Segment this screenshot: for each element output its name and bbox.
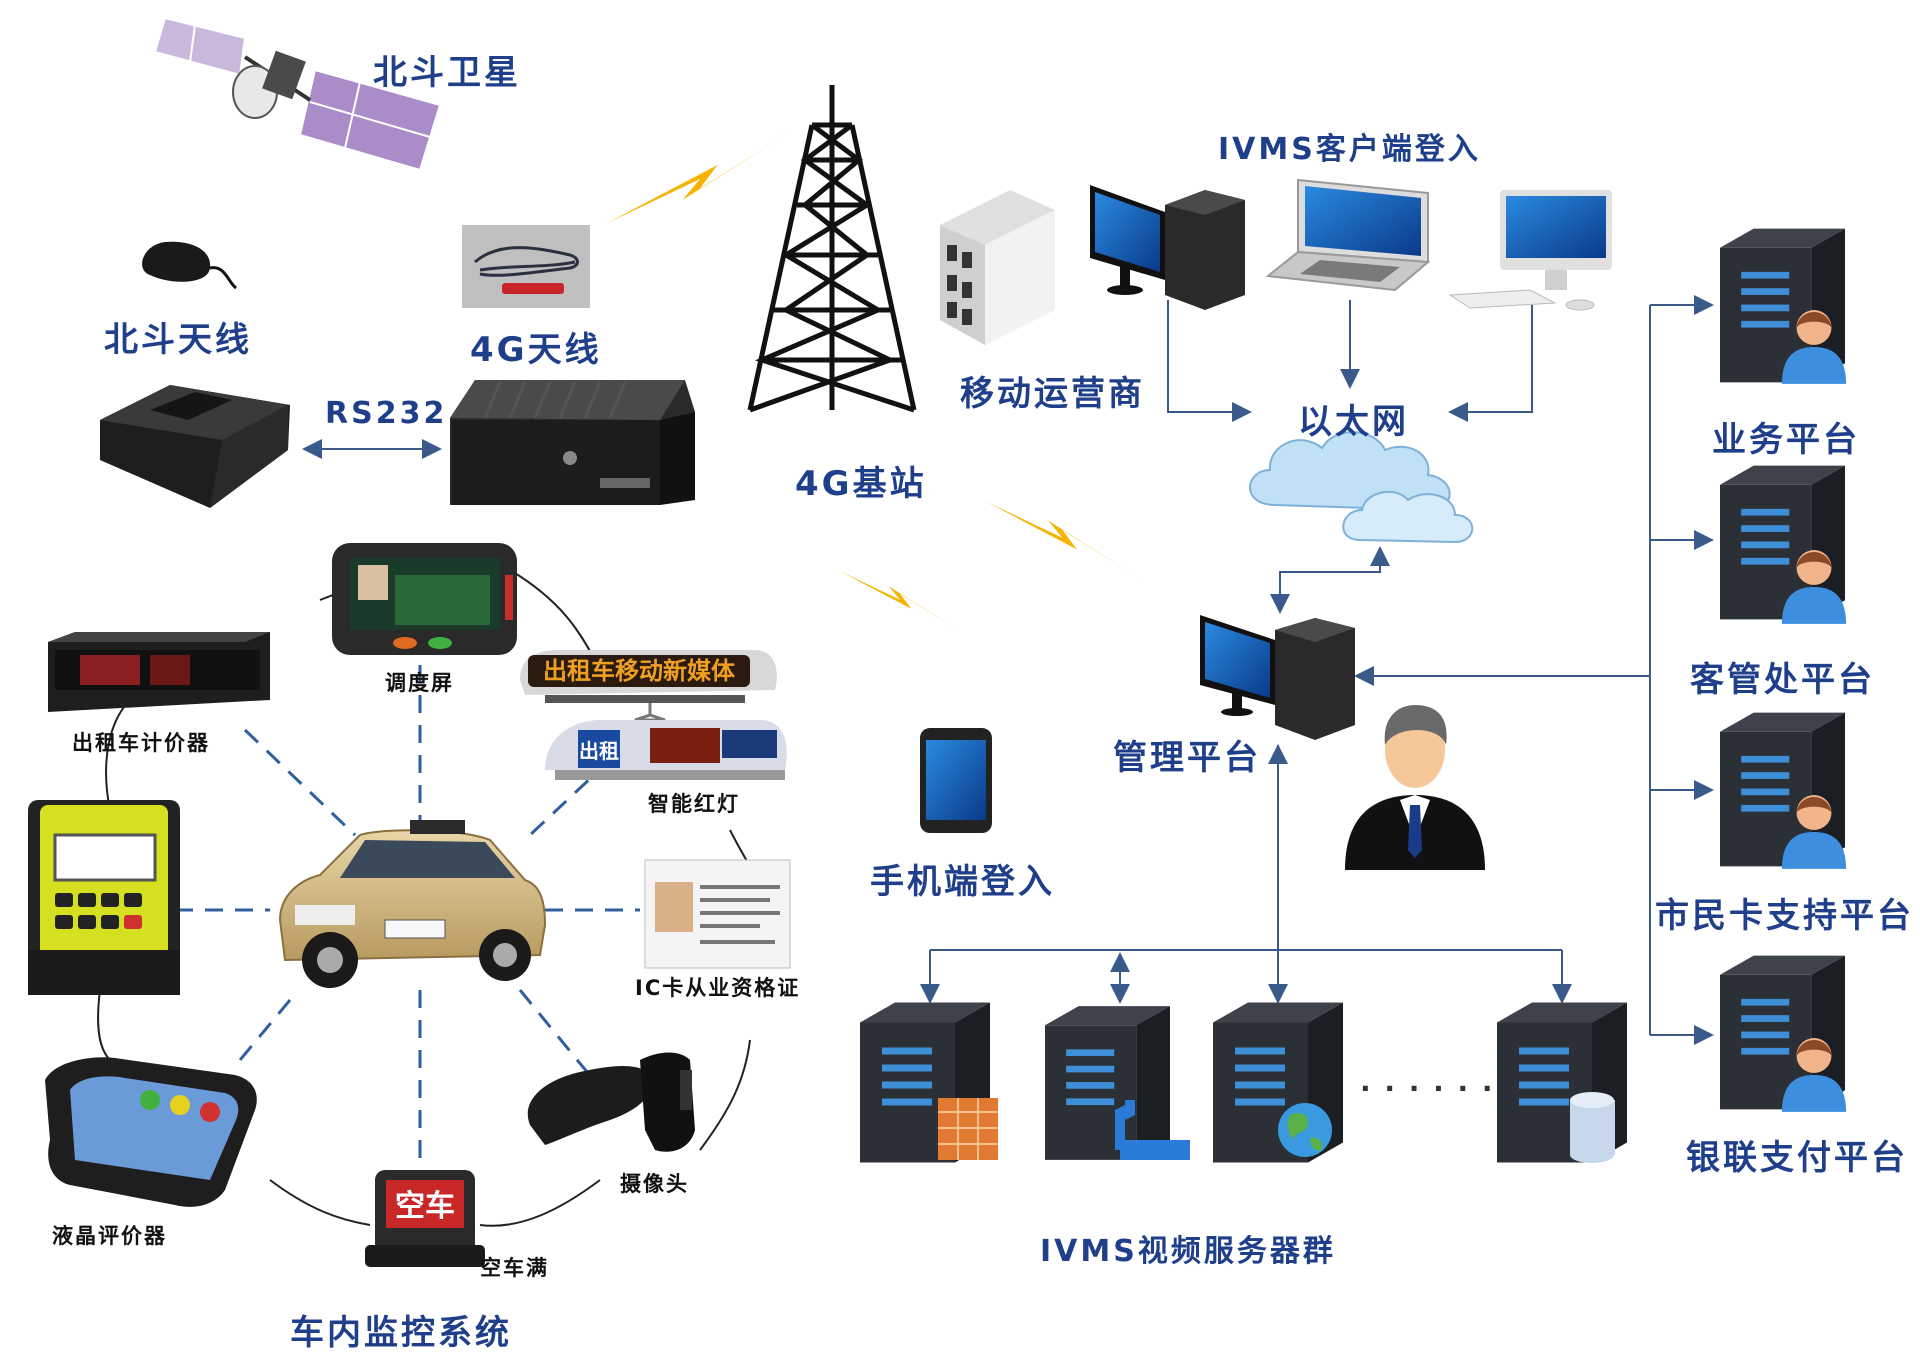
passenger-office-platform-label: 客管处平台 (1690, 660, 1875, 700)
business-platform-label: 业务平台 (1712, 420, 1860, 460)
gps-receiver-icon (100, 385, 290, 508)
ic-card-icon (644, 859, 791, 969)
antenna-4g-label: 4G天线 (470, 330, 602, 370)
taxi-meter-label: 出租车计价器 (72, 731, 210, 755)
video-server-database-icon (1497, 1002, 1627, 1163)
smart-roof-light-icon: 出租 (545, 720, 787, 780)
beidou-satellite-label: 北斗卫星 (373, 53, 521, 93)
dispatch-screen-label: 调度屏 (385, 671, 454, 695)
beidou-antenna-label: 北斗天线 (104, 320, 252, 360)
rs232-label: RS232 (325, 396, 448, 431)
lcd-evaluator-icon (45, 1057, 257, 1207)
taxi-car-icon (278, 820, 547, 988)
management-platform-label: 管理平台 (1113, 738, 1261, 778)
beidou-antenna-icon (142, 241, 238, 290)
vacant-sign-icon: 空车 (365, 1170, 485, 1267)
citizen-card-server-icon (1720, 712, 1847, 869)
mobile-operator-label: 移动运营商 (960, 374, 1145, 414)
manager-avatar-icon (1345, 705, 1485, 870)
management-pc-icon (1200, 615, 1355, 740)
unionpay-server-icon (1720, 955, 1847, 1112)
laptop-client-icon (1265, 178, 1431, 292)
camera-label: 摄像头 (620, 1172, 689, 1196)
antenna-4g-icon (462, 225, 590, 308)
desktop-client-icon (1090, 185, 1245, 310)
smart-roof-light-label: 智能红灯 (648, 792, 740, 816)
passenger-office-server-icon (1720, 465, 1847, 624)
citizen-card-platform-label: 市民卡支持平台 (1655, 896, 1914, 936)
base-station-label: 4G基站 (795, 464, 927, 504)
cell-tower-icon (747, 85, 917, 413)
lcd-evaluator-label: 液晶评价器 (52, 1224, 167, 1248)
video-server-globe-icon (1213, 1002, 1343, 1163)
ivms-video-server-group-label: IVMS视频服务器群 (1040, 1234, 1336, 1269)
operator-building-icon (940, 190, 1055, 345)
mdvr-icon (450, 380, 695, 505)
roof-sign-scroll-icon: 出租车移动新媒体 (520, 650, 777, 722)
camera-icon (527, 1052, 695, 1152)
ethernet-cloud-icon (1249, 431, 1474, 544)
in-car-monitoring-label: 车内监控系统 (290, 1313, 512, 1353)
satellite-icon (153, 16, 442, 172)
dispatch-screen-icon (332, 543, 517, 655)
roof-sign-scroll-text: 出租车移动新媒体 (543, 657, 736, 685)
vacant-sign-text: 空车 (395, 1189, 455, 1224)
ethernet-label: 以太网 (1298, 402, 1409, 442)
ivms-client-login-label: IVMS客户端登入 (1218, 132, 1481, 167)
vacant-full-label: 空车满 (480, 1256, 549, 1280)
taxi-meter-icon (48, 632, 270, 712)
card-reader-icon (28, 800, 180, 995)
mobile-phone-icon (920, 728, 992, 833)
ic-card-certificate-label: IC卡从业资格证 (635, 976, 801, 1000)
unionpay-platform-label: 银联支付平台 (1686, 1138, 1908, 1178)
business-platform-server-icon (1720, 228, 1847, 384)
video-server-network-icon (1045, 1006, 1190, 1160)
roof-light-taxi-text: 出租 (579, 739, 619, 763)
imac-client-icon (1448, 190, 1612, 311)
video-server-firewall-icon (860, 1002, 998, 1163)
ellipsis-label: · · · · · · (1360, 1072, 1495, 1105)
mobile-login-label: 手机端登入 (870, 862, 1055, 902)
